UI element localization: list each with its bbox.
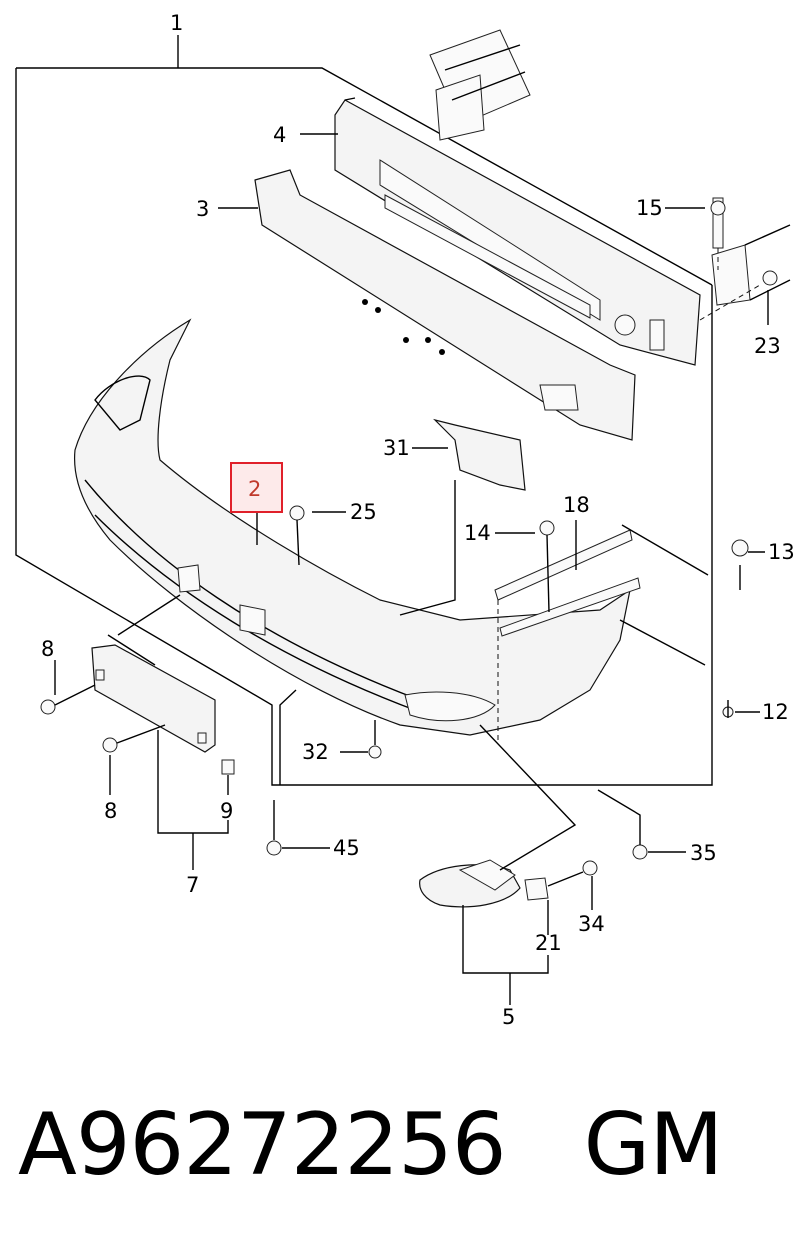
brand-name: GM [583,1095,724,1195]
energy-absorber [254,169,636,441]
callout-13: 13 [768,540,795,564]
callout-4: 4 [273,123,286,147]
callout-14: 14 [464,521,491,545]
callout-45: 45 [333,836,360,860]
callout-12: 12 [762,700,789,724]
side-bracket [711,224,791,306]
callout-highlight-box [230,462,283,513]
callout-labels: 1 2 3 4 5 7 8 8 9 12 13 14 15 18 21 23 2… [41,11,795,1029]
reinforcement-strip [494,529,641,637]
callout-25: 25 [350,500,377,524]
assembly-frame [15,35,713,786]
impact-beam [334,97,701,366]
callout-31: 31 [383,436,410,460]
callout-8-top: 8 [41,637,54,661]
callout-7: 7 [186,873,199,897]
callout-32: 32 [302,740,329,764]
callout-18: 18 [563,493,590,517]
leader-lines [54,133,769,1005]
assembly-dashes [497,248,761,740]
license-plate-bracket [91,644,216,753]
fog-lamp-assembly [419,859,549,908]
callout-2: 2 [248,477,261,501]
part-number: A96272256 [18,1095,507,1195]
callout-15: 15 [636,196,663,220]
callout-5: 5 [502,1005,515,1029]
bumper-fascia [73,318,631,736]
parts-diagram: 1 2 3 4 5 7 8 8 9 12 13 14 15 18 21 23 2… [15,11,795,1029]
callout-1: 1 [170,11,183,35]
bracket-31 [433,418,526,491]
callout-35: 35 [690,841,717,865]
callout-3: 3 [196,197,209,221]
caption: A96272256 GM [18,1090,808,1200]
callout-23: 23 [754,334,781,358]
callout-9: 9 [220,799,233,823]
callout-21: 21 [535,931,562,955]
callout-8-bottom: 8 [104,799,117,823]
callout-34: 34 [578,912,605,936]
crossmember-bracket [429,29,531,141]
